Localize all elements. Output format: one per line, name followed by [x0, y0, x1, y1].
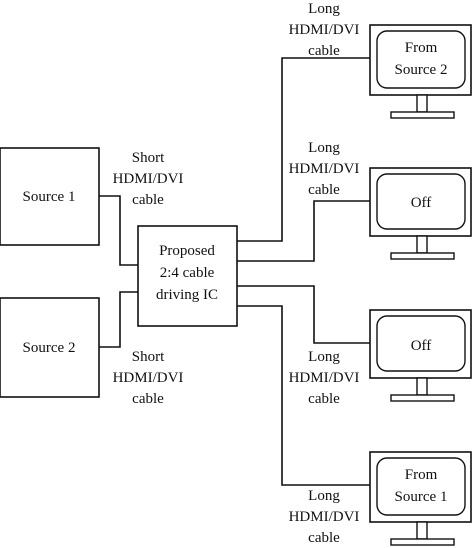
long-cable-4: [237, 305, 370, 486]
short-cable-2-type: HDMI/DVI: [113, 370, 184, 386]
monitor-1-screen: [376, 30, 466, 89]
long-cable-1-word: Long: [308, 1, 340, 17]
monitor-2-text-line-1: Off: [411, 195, 432, 211]
long-cable-3-type: HDMI/DVI: [289, 370, 360, 386]
long-cable-3: [237, 285, 370, 344]
monitor-1-text-line-2: Source 2: [395, 62, 448, 78]
monitor-3-base: [390, 394, 455, 402]
ic-label-line-1: Proposed: [159, 243, 215, 259]
long-cable-2-type: HDMI/DVI: [289, 161, 360, 177]
long-cable-label-3: Long HDMI/DVI cable: [289, 349, 360, 407]
monitor-1-neck: [416, 94, 428, 113]
short-cable-2-noun: cable: [132, 391, 164, 407]
monitor-2-base: [390, 252, 455, 260]
monitor-1-text-line-1: From: [405, 40, 438, 56]
monitor-2-screen: [376, 173, 466, 230]
monitor-4-text-line-1: From: [405, 467, 438, 483]
short-cable-label-1: Short HDMI/DVI cable: [113, 150, 184, 208]
monitor-4-text-line-2: Source 1: [395, 489, 448, 505]
source-2-box: [0, 297, 100, 398]
monitor-4-base: [390, 538, 455, 546]
source-1-label: Source 1: [23, 189, 76, 205]
long-cable-3-noun: cable: [308, 391, 340, 407]
long-cable-label-2: Long HDMI/DVI cable: [289, 140, 360, 198]
source-1-box: [0, 147, 100, 246]
monitor-3: Off: [369, 309, 472, 402]
monitor-3-text-line-1: Off: [411, 338, 432, 354]
long-cable-1-type: HDMI/DVI: [289, 22, 360, 38]
monitor-3-screen: [376, 315, 466, 372]
long-cable-label-1: Long HDMI/DVI cable: [289, 1, 360, 59]
source-2-label: Source 2: [23, 340, 76, 356]
long-cable-label-4: Long HDMI/DVI cable: [289, 488, 360, 546]
long-cable-1-noun: cable: [308, 43, 340, 59]
short-cable-2-word: Short: [132, 349, 165, 365]
monitor-3-neck: [416, 377, 428, 396]
monitor-2-neck: [416, 235, 428, 254]
short-cable-label-2: Short HDMI/DVI cable: [113, 349, 184, 407]
monitor-4-screen: [376, 457, 466, 516]
long-cable-2-word: Long: [308, 140, 340, 156]
short-cable-1: [99, 195, 138, 266]
short-cable-1-word: Short: [132, 150, 165, 166]
long-cable-4-type: HDMI/DVI: [289, 509, 360, 525]
ic-label-line-2: 2:4 cable: [160, 265, 215, 281]
monitor-2: Off: [369, 167, 472, 260]
long-cable-2: [237, 200, 370, 262]
short-cable-1-type: HDMI/DVI: [113, 171, 184, 187]
ic-label-line-3: driving IC: [156, 287, 218, 303]
short-cable-1-noun: cable: [132, 192, 164, 208]
short-cable-2: [99, 291, 138, 348]
long-cable-2-noun: cable: [308, 182, 340, 198]
monitor-1-base: [390, 111, 455, 119]
cable-driving-ic-box: [137, 225, 238, 327]
monitor-1: From Source 2: [369, 24, 472, 119]
long-cable-4-word: Long: [308, 488, 340, 504]
long-cable-3-word: Long: [308, 349, 340, 365]
long-cable-4-noun: cable: [308, 530, 340, 546]
monitor-4-neck: [416, 521, 428, 540]
monitor-4: From Source 1: [369, 451, 472, 546]
long-cable-1: [237, 57, 370, 242]
